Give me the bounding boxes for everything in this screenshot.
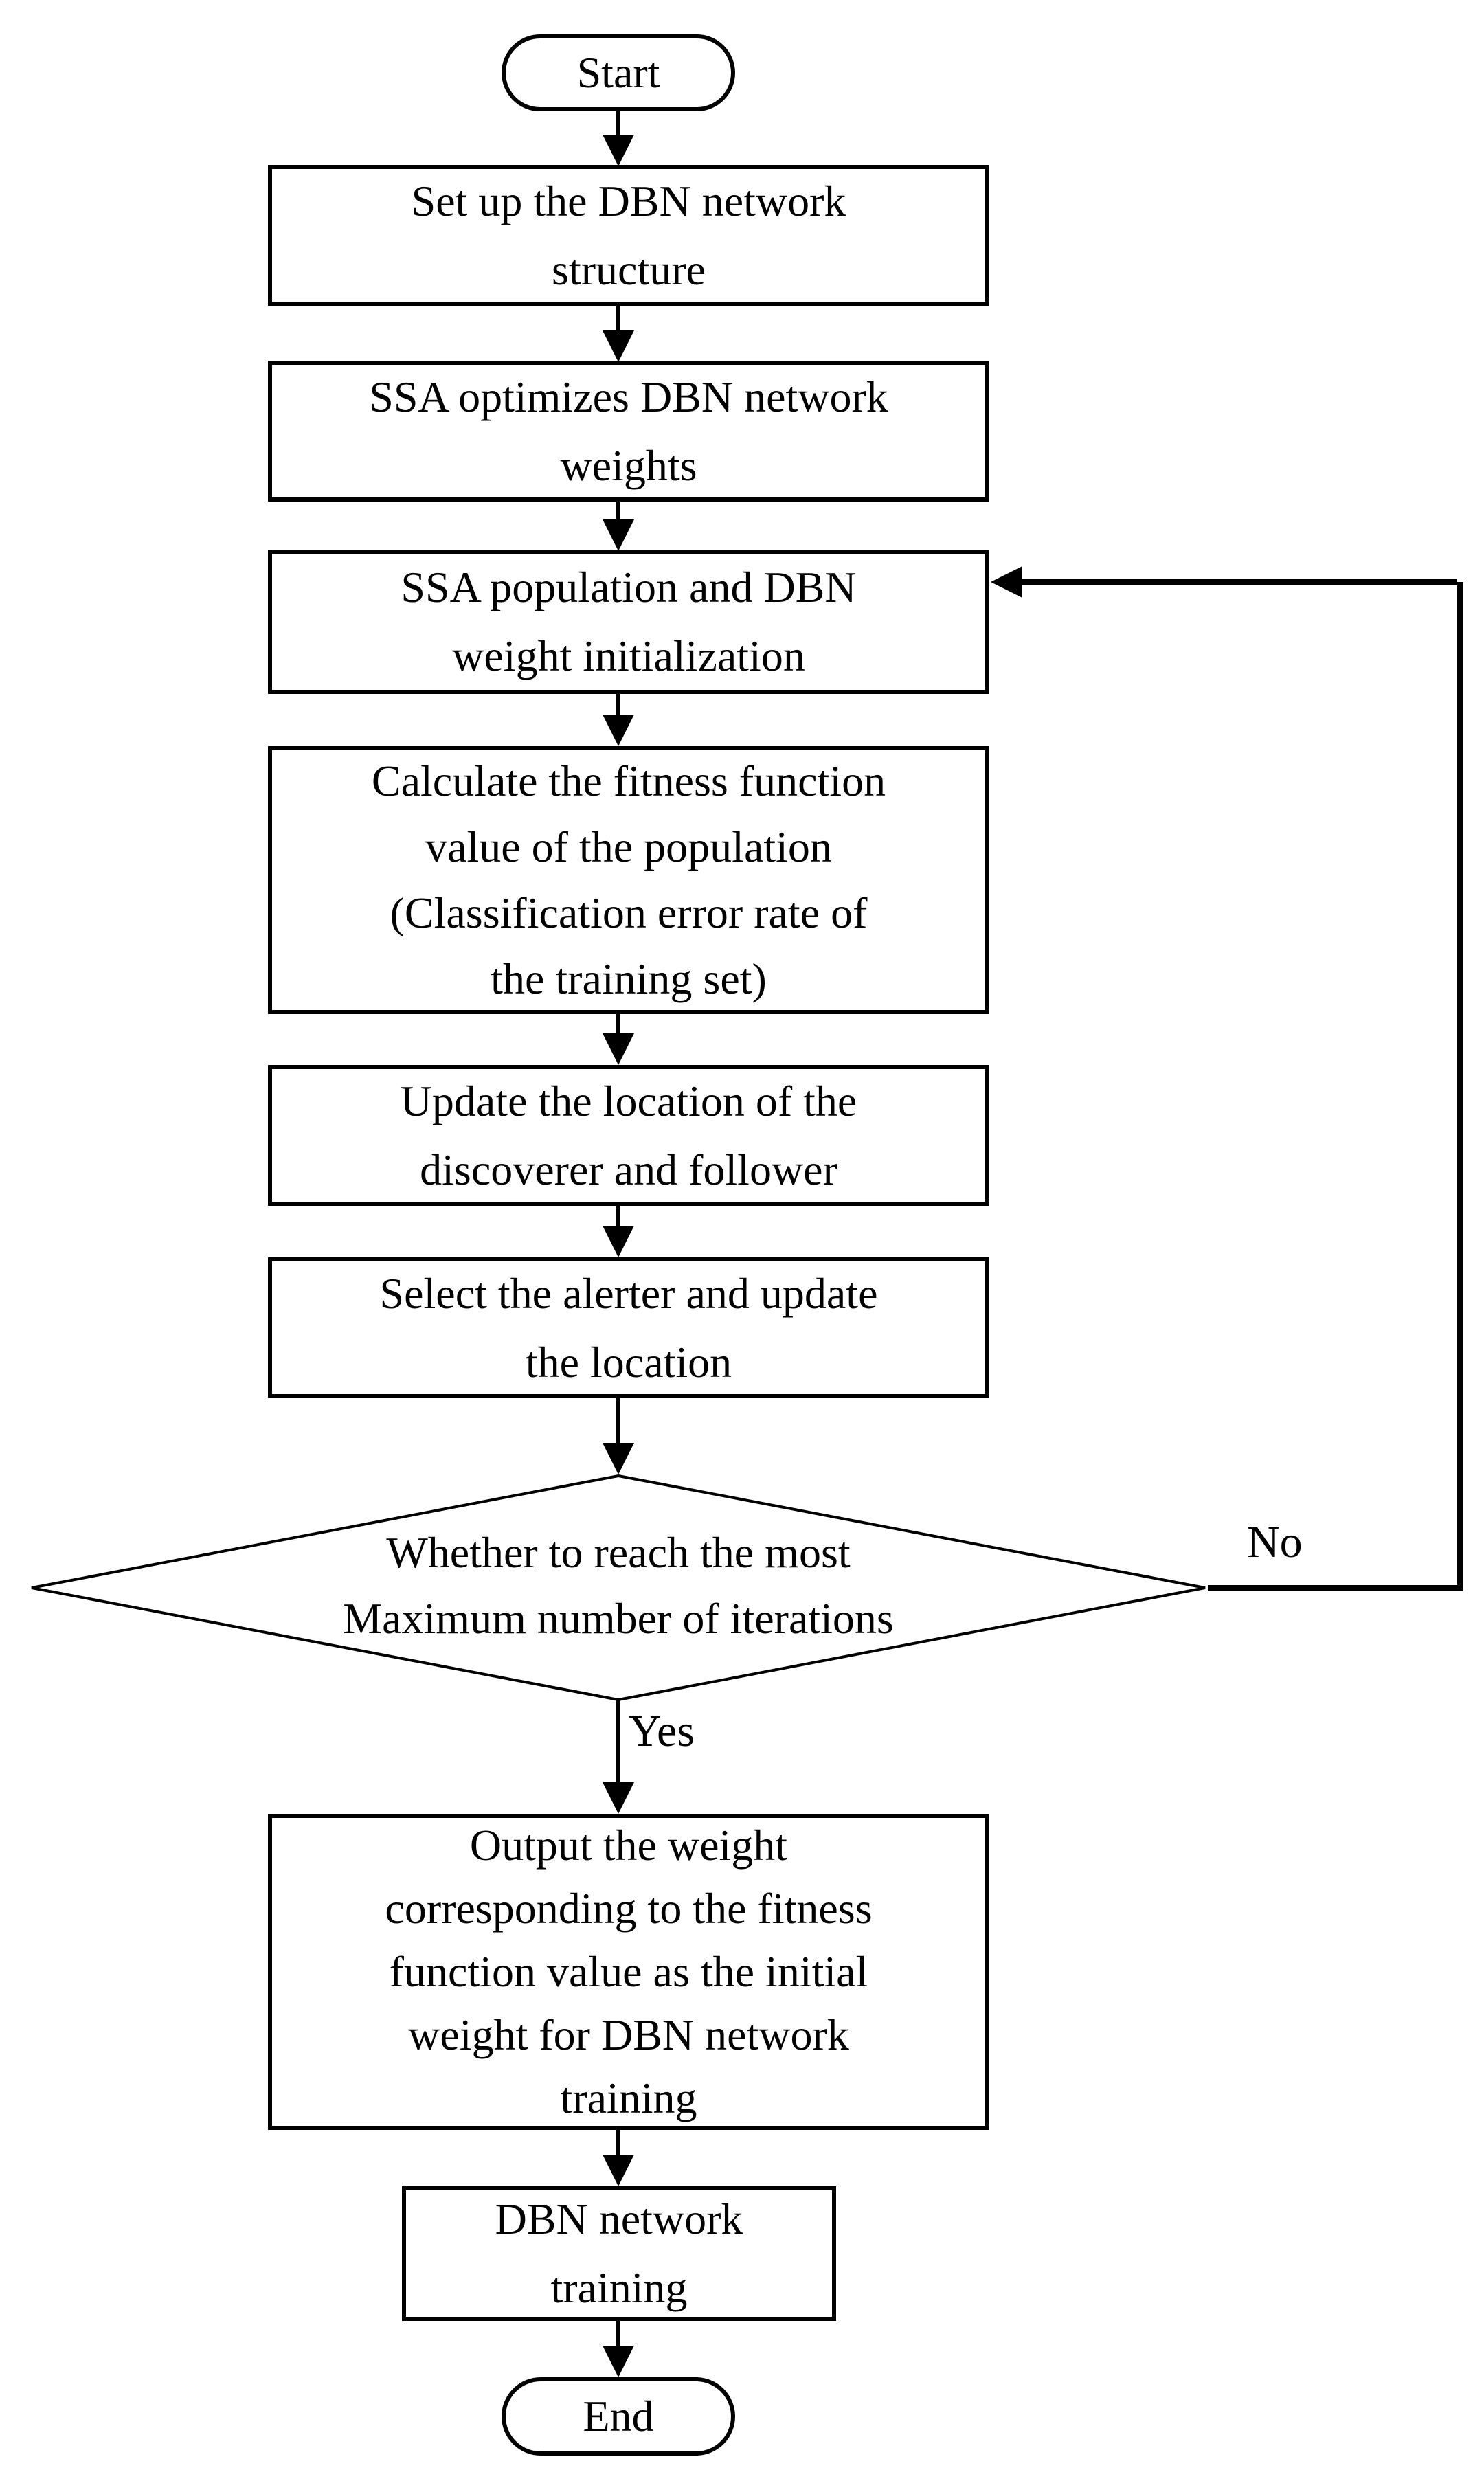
process-update-location: Update the location of the discoverer an…	[268, 1065, 989, 1206]
arrowhead-down-icon	[603, 1033, 634, 1065]
decision-label-line: Whether to reach the most	[386, 1528, 851, 1577]
arrow-shaft-training-to-end	[616, 2320, 620, 2348]
start-node: Start	[502, 34, 735, 111]
no-loop-bottom-segment	[1208, 1585, 1463, 1591]
arrowhead-down-icon	[603, 1782, 634, 1814]
process-label-line: DBN network	[495, 2194, 743, 2244]
arrowhead-down-icon	[603, 519, 634, 551]
arrowhead-down-icon	[603, 715, 634, 746]
arrow-shaft-decision-to-output	[616, 1700, 620, 1785]
arrow-shaft-output-to-training	[616, 2129, 620, 2157]
yes-branch-label: Yes	[629, 1706, 695, 1756]
no-loop-right-rail	[1457, 582, 1463, 1591]
process-select-alerter: Select the alerter and update the locati…	[268, 1257, 989, 1398]
process-label-line: Output the weight	[469, 1820, 788, 1870]
process-label-line: training	[550, 2263, 688, 2312]
process-dbn-training: DBN network training	[402, 2186, 836, 2321]
decision-label-line: Maximum number of iterations	[343, 1594, 894, 1643]
arrow-shaft-setup-to-optimize	[616, 304, 620, 333]
process-label-line: the training set)	[491, 954, 767, 1003]
arrow-shaft-start-to-setup	[616, 109, 620, 137]
arrowhead-down-icon	[603, 1226, 634, 1257]
decision-label: Whether to reach the most Maximum number…	[165, 1520, 1072, 1652]
no-loop-top-segment	[1022, 579, 1457, 585]
process-label-line: value of the population	[425, 822, 832, 871]
arrowhead-down-icon	[603, 2155, 634, 2186]
process-label-line: Set up the DBN network	[411, 176, 846, 225]
process-label-line: SSA population and DBN	[401, 563, 857, 612]
process-label-line: the location	[525, 1337, 732, 1387]
process-label-line: Select the alerter and update	[379, 1268, 878, 1318]
arrowhead-down-icon	[603, 330, 634, 362]
process-label-line: discoverer and follower	[420, 1145, 837, 1194]
process-calculate-fitness: Calculate the fitness function value of …	[268, 746, 989, 1014]
process-output-weight: Output the weight corresponding to the f…	[268, 1814, 989, 2130]
process-label-line: Update the location of the	[400, 1076, 857, 1125]
arrow-shaft-optimize-to-init	[616, 500, 620, 522]
process-label-line: (Classification error rate of	[390, 888, 868, 937]
process-label-line: SSA optimizes DBN network	[369, 372, 888, 421]
process-label-line: weight for DBN network	[408, 2010, 849, 2060]
arrow-shaft-fitness-to-update	[616, 1013, 620, 1036]
process-label-line: structure	[552, 245, 706, 294]
process-label-line: weights	[560, 440, 697, 490]
arrowhead-left-icon	[991, 566, 1022, 598]
arrow-shaft-init-to-fitness	[616, 693, 620, 717]
process-label-line: Calculate the fitness function	[371, 756, 886, 805]
arrow-shaft-update-to-alerter	[616, 1204, 620, 1228]
arrow-shaft-alerter-to-decision	[616, 1397, 620, 1445]
decision-diamond	[31, 1474, 1206, 1701]
end-node: End	[502, 2377, 735, 2456]
process-ssa-optimizes-weights: SSA optimizes DBN network weights	[268, 361, 989, 502]
arrowhead-down-icon	[603, 1443, 634, 1474]
process-population-weight-init: SSA population and DBN weight initializa…	[268, 550, 989, 694]
arrowhead-down-icon	[603, 2346, 634, 2377]
arrowhead-down-icon	[603, 135, 634, 166]
process-label-line: function value as the initial	[389, 1946, 868, 1996]
process-label-line: training	[560, 2074, 697, 2123]
end-label: End	[583, 2392, 654, 2441]
no-branch-label: No	[1247, 1517, 1303, 1567]
process-setup-dbn-structure: Set up the DBN network structure	[268, 165, 989, 306]
process-label-line: corresponding to the fitness	[385, 1883, 873, 1933]
start-label: Start	[576, 48, 660, 98]
process-label-line: weight initialization	[452, 631, 805, 680]
